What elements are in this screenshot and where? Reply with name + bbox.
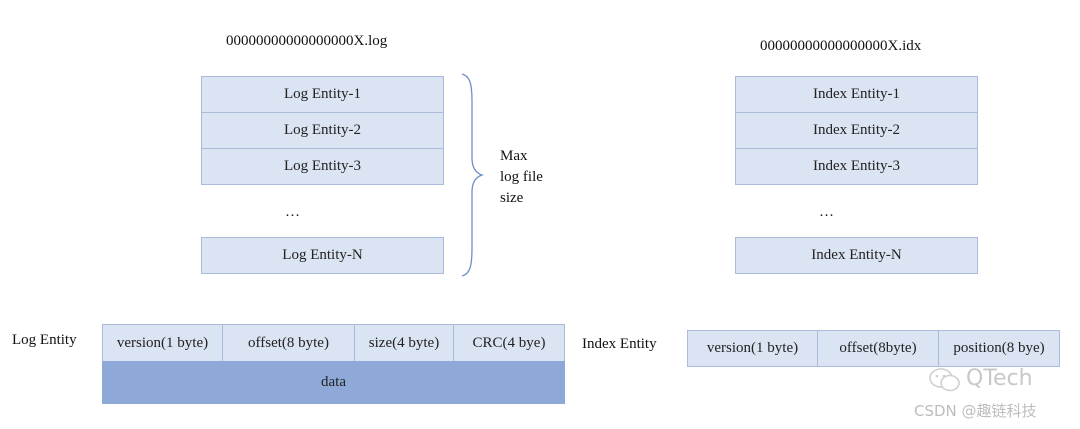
index-entity-box: Index Entity-2 [735, 112, 978, 149]
log-entity-box: Log Entity-2 [201, 112, 444, 149]
log-ellipsis: … [285, 204, 300, 220]
index-entity-struct-label: Index Entity [582, 336, 657, 352]
index-ellipsis: … [819, 204, 834, 220]
log-entity-box: Log Entity-3 [201, 148, 444, 185]
log-entity-field: version(1 byte) [102, 324, 223, 362]
brace-label-line: size [500, 190, 524, 206]
log-entity-field: CRC(4 bye) [453, 324, 565, 362]
brace-label-line: Max [500, 148, 528, 164]
right-brace-icon [461, 73, 485, 277]
log-entity-box: Log Entity-1 [201, 76, 444, 113]
log-file-title: 00000000000000000X.log [226, 33, 388, 49]
watermark-source: CSDN @趣链科技 [914, 402, 1037, 420]
index-entity-box: Index Entity-3 [735, 148, 978, 185]
index-entity-last-box: Index Entity-N [735, 237, 978, 274]
wechat-logo-icon [929, 368, 960, 392]
brace-label-line: log file [500, 169, 543, 185]
log-entity-last-box: Log Entity-N [201, 237, 444, 274]
index-entity-field: offset(8byte) [817, 330, 939, 367]
index-file-title: 00000000000000000X.idx [760, 38, 922, 54]
watermark-brand: QTech [966, 366, 1033, 391]
index-entity-box: Index Entity-1 [735, 76, 978, 113]
log-entity-data-block: data [102, 361, 565, 404]
log-entity-field: offset(8 byte) [222, 324, 355, 362]
index-entity-field: position(8 bye) [938, 330, 1060, 367]
max-log-file-size-label: Max log file size [500, 146, 543, 209]
log-entity-struct-label: Log Entity [12, 332, 77, 348]
log-entity-field: size(4 byte) [354, 324, 454, 362]
index-entity-field: version(1 byte) [687, 330, 818, 367]
